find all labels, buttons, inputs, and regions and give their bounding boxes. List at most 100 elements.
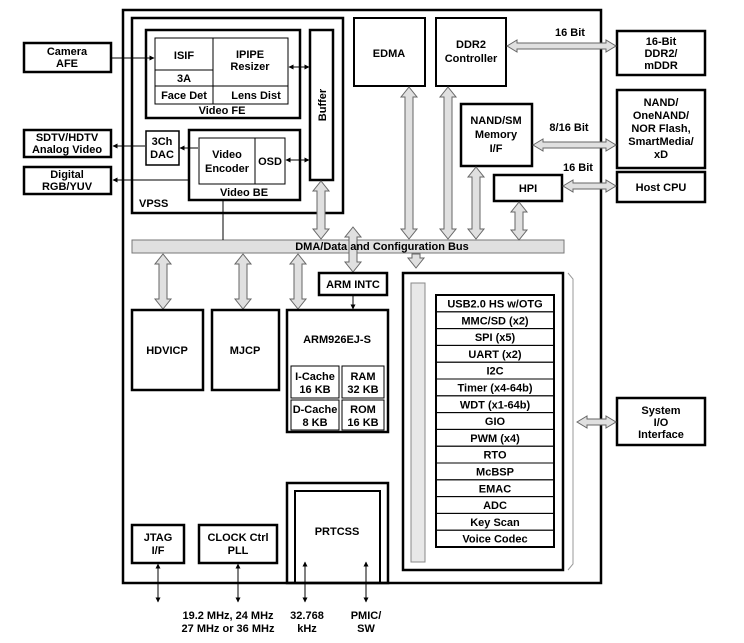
host-cpu-box xyxy=(615,170,707,204)
ddr2-ext-label-3: mDDR xyxy=(644,60,678,72)
system-io-label-1: System xyxy=(641,405,680,417)
hpi-box xyxy=(492,173,564,203)
isif-box xyxy=(154,37,289,105)
digital-label-1: Digital xyxy=(50,169,84,181)
ddr-bus-width: 16 Bit xyxy=(555,27,585,39)
peripheral-brace xyxy=(567,272,574,571)
peripheral-label: McBSP xyxy=(476,467,514,479)
hpi-bus-width: 16 Bit xyxy=(563,162,593,174)
peripheral-label: WDT (x1-64b) xyxy=(460,399,531,411)
peripheral-label: GIO xyxy=(485,416,506,428)
peripheral-inner-bar xyxy=(410,282,426,563)
sdtv-label-2: Analog Video xyxy=(32,144,102,156)
isif-label: ISIF xyxy=(174,50,194,62)
three-a-label: 3A xyxy=(177,73,191,85)
nand-ext-label-4: SmartMedia/ xyxy=(628,136,693,148)
host-cpu-label: Host CPU xyxy=(636,182,687,194)
camera-label: Camera xyxy=(47,46,88,58)
bus-label: DMA/Data and Configuration Bus xyxy=(295,241,469,253)
dac-box xyxy=(145,130,180,166)
peripheral-label: Key Scan xyxy=(470,517,520,529)
video-fe-box xyxy=(144,28,302,120)
khz-label-2: kHz xyxy=(297,623,317,635)
ram-label-1: RAM xyxy=(350,371,375,383)
peripheral-label: I2C xyxy=(486,366,503,378)
system-io-label-2: I/O xyxy=(654,417,669,429)
arm-bus-arrow xyxy=(288,253,308,310)
buffer-bus-arrow xyxy=(311,180,331,240)
clock-label-1: CLOCK Ctrl xyxy=(207,532,268,544)
dcache-label-1: D-Cache xyxy=(293,404,338,416)
ddr2-ext-label-2: DDR2/ xyxy=(644,48,677,60)
peripheral-label: USB2.0 HS w/OTG xyxy=(447,299,542,311)
mjcp-bus-arrow xyxy=(233,253,253,310)
sdtv-box xyxy=(22,128,113,159)
dcache-label-2: 8 KB xyxy=(302,417,327,429)
arm-intc-label: ARM INTC xyxy=(326,279,380,291)
icache-label-1: I-Cache xyxy=(295,371,335,383)
sdtv-label-1: SDTV/HDTV xyxy=(36,132,99,144)
nand-sm-label-3: I/F xyxy=(490,143,503,155)
ram-box xyxy=(341,365,385,399)
nand-bus-arrow xyxy=(466,166,486,240)
clock-freq-label-2: 27 MHz or 36 MHz xyxy=(182,623,275,635)
jtag-label-2: I/F xyxy=(152,545,165,557)
system-io-arrow xyxy=(576,415,617,429)
digital-rgb-box xyxy=(22,165,113,196)
icache-label-2: 16 KB xyxy=(299,384,330,396)
edma-label: EDMA xyxy=(373,48,405,60)
prtcss-inner-box xyxy=(294,490,381,584)
system-io-box xyxy=(615,396,707,447)
ddr-ext-arrow xyxy=(506,39,617,53)
prtcss-label: PRTCSS xyxy=(315,526,360,538)
peripheral-label: MMC/SD (x2) xyxy=(461,315,529,327)
hdvicp-bus-arrow xyxy=(153,253,173,310)
arm-intc-box xyxy=(317,271,389,297)
hpi-bus-arrow xyxy=(509,201,529,241)
periph-bus-arrow xyxy=(406,253,426,269)
nand-sm-box xyxy=(459,102,534,168)
video-encoder-box xyxy=(198,137,286,185)
hpi-label: HPI xyxy=(519,183,537,195)
ddr2-controller-label-2: Controller xyxy=(445,53,498,65)
video-encoder-label-2: Encoder xyxy=(205,163,250,175)
system-io-label-3: Interface xyxy=(638,429,684,441)
ddr2-bus-arrow xyxy=(438,86,458,240)
ram-label-2: 32 KB xyxy=(347,384,378,396)
peripheral-label: ADC xyxy=(483,500,507,512)
hpi-ext-arrow xyxy=(562,179,617,193)
nand-ext-label-3: NOR Flash, xyxy=(631,123,690,135)
nand-ext-label-2: OneNAND/ xyxy=(633,110,689,122)
peripheral-label: EMAC xyxy=(479,483,511,495)
ddr2-ext-box xyxy=(615,29,707,77)
ddr2-ext-label-1: 16-Bit xyxy=(646,36,677,48)
peripheral-label: RTO xyxy=(483,450,506,462)
arm-core-box xyxy=(285,308,390,434)
rom-label-1: ROM xyxy=(350,404,376,416)
jtag-box xyxy=(130,523,186,565)
hdvicp-label: HDVICP xyxy=(146,345,188,357)
nand-sm-label-1: NAND/SM xyxy=(470,115,521,127)
video-fe-label: Video FE xyxy=(199,105,246,117)
peripheral-label: UART (x2) xyxy=(468,349,522,361)
peripheral-label: PWM (x4) xyxy=(470,433,520,445)
ddr2-controller-label-1: DDR2 xyxy=(456,39,486,51)
video-encoder-label-1: Video xyxy=(212,149,242,161)
nand-sm-label-2: Memory xyxy=(475,129,518,141)
buffer-label: Buffer xyxy=(317,88,329,121)
edma-bus-arrow xyxy=(399,86,419,240)
video-be-box xyxy=(187,128,302,202)
dac-label-1: 3Ch xyxy=(152,136,173,148)
rom-label-2: 16 KB xyxy=(347,417,378,429)
afe-label: AFE xyxy=(56,58,78,70)
peripheral-label: Timer (x4-64b) xyxy=(458,383,533,395)
resizer-label: Resizer xyxy=(230,61,270,73)
nand-bus-width: 8/16 Bit xyxy=(549,122,588,134)
dcache-box xyxy=(290,399,340,431)
face-det-label: Face Det xyxy=(161,90,207,102)
buffer-box xyxy=(308,28,335,182)
pmic-label-1: PMIC/ xyxy=(351,610,382,622)
nand-ext-box xyxy=(615,88,707,170)
